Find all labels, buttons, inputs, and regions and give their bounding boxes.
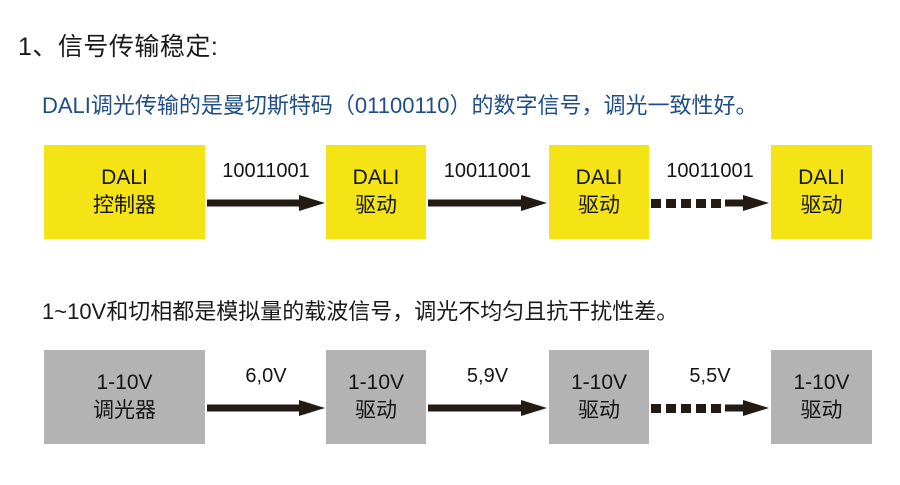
node-line-secondary: 驱动 [800,194,843,217]
analog-arrow-2-label: 5,9V [466,365,509,387]
analog-node-driver-1: 1-10V 驱动 [326,350,426,444]
arrow-right-dashed-icon [651,195,769,211]
dali-flow-diagram: DALI 控制器 10011001 DALI 驱动 10011001 DALI … [0,145,900,240]
node-line-primary: 1-10V [347,370,405,394]
node-line-secondary: 调光器 [93,399,156,422]
dali-arrow-3-label: 10011001 [666,160,754,182]
arrow-right-icon [207,195,325,211]
node-line-secondary: 驱动 [355,399,397,422]
node-line-secondary: 驱动 [800,399,843,422]
analog-flow-diagram: 1-10V 调光器 6,0V 1-10V 驱动 5,9V 1-10V 驱动 [0,350,900,445]
dali-node-driver-1: DALI 驱动 [326,145,426,239]
analog-arrow-2: 5,9V [428,365,547,416]
node-line-primary: DALI [101,165,148,189]
node-line-secondary: 驱动 [578,399,620,422]
node-line-primary: DALI [352,165,400,189]
node-line-secondary: 驱动 [355,194,397,217]
dali-arrow-2: 10011001 [428,160,547,211]
analog-caption: 1~10V和切相都是模拟量的载波信号，调光不均匀且抗干扰性差。 [42,299,679,324]
analog-arrow-3-label: 5,5V [689,365,731,387]
node-line-primary: 1-10V [570,370,628,394]
dali-arrow-3: 10011001 [651,160,769,211]
arrow-right-dashed-icon [651,400,769,416]
analog-arrow-3: 5,5V [651,365,769,416]
dali-node-driver-3: DALI 驱动 [771,145,872,239]
analog-node-driver-2: 1-10V 驱动 [549,350,649,444]
dali-arrow-1-label: 10011001 [222,160,310,182]
analog-arrow-1-label: 6,0V [245,365,287,387]
dali-caption: DALI调光传输的是曼切斯特码（01100110）的数字信号，调光一致性好。 [42,93,758,118]
arrow-right-icon [428,400,547,416]
dali-arrow-1: 10011001 [207,160,325,211]
analog-arrow-1: 6,0V [207,365,325,416]
arrow-right-icon [428,195,547,211]
analog-node-driver-3: 1-10V 驱动 [771,350,872,444]
dali-arrow-2-label: 10011001 [443,160,532,182]
dali-node-controller: DALI 控制器 [44,145,205,239]
node-line-secondary: 驱动 [578,194,620,217]
node-line-primary: DALI [575,165,623,189]
dali-node-driver-2: DALI 驱动 [549,145,649,239]
page-title: 1、信号传输稳定: [18,33,219,61]
node-line-primary: DALI [798,165,845,189]
node-line-secondary: 控制器 [93,194,156,217]
analog-node-dimmer: 1-10V 调光器 [44,350,205,444]
node-line-primary: 1-10V [793,370,850,394]
arrow-right-icon [207,400,325,416]
node-line-primary: 1-10V [96,370,153,394]
